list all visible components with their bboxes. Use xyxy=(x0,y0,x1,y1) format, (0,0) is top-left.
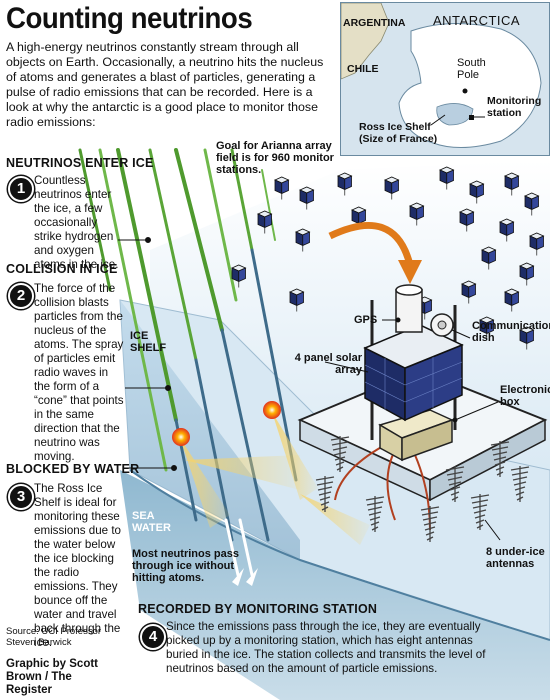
mini-station xyxy=(459,208,475,232)
goal-arrow xyxy=(328,221,422,284)
mini-station xyxy=(519,326,535,350)
antenna xyxy=(315,476,335,512)
mini-station xyxy=(529,232,545,256)
step-3-number: 3 xyxy=(8,484,34,510)
map-label-ross-size: (Size of France) xyxy=(359,133,438,145)
label-ice-shelf: ICE SHELF xyxy=(130,330,167,354)
mini-station xyxy=(409,202,425,226)
mini-station xyxy=(439,166,455,190)
mini-station xyxy=(299,186,315,210)
step-4-number: 4 xyxy=(140,624,166,650)
step-4-heading: RECORDED BY MONITORING STATION xyxy=(138,602,378,616)
radio-cones xyxy=(180,412,370,545)
graphic-credit: Graphic by Scott Brown / The Register xyxy=(6,658,99,696)
mini-station xyxy=(337,172,353,196)
step-1-number: 1 xyxy=(8,176,34,202)
label-most-neutrinos: Most neutrinos pass through ice without … xyxy=(132,548,239,584)
mini-station xyxy=(479,316,495,340)
mini-station xyxy=(504,288,520,312)
monitoring-station xyxy=(297,284,548,542)
antenna xyxy=(365,496,385,532)
south-pole-dot xyxy=(462,88,468,94)
mini-station xyxy=(469,180,485,204)
map-label-monitoring-station: Monitoring station xyxy=(487,95,542,119)
mini-station xyxy=(351,206,367,230)
source-note: Source: UCI Professor Steven Barwick xyxy=(6,626,102,648)
antenna xyxy=(510,466,530,502)
step-1-heading: NEUTRINOS ENTER ICE xyxy=(6,156,154,170)
monitoring-station-marker xyxy=(469,115,474,120)
label-under-ice-antennas: 8 under-ice antennas xyxy=(486,546,545,570)
mini-station xyxy=(384,176,400,200)
page-title: Counting neutrinos xyxy=(6,2,253,35)
label-gps: GPS xyxy=(354,314,378,326)
ross-shelf-shape xyxy=(436,103,474,126)
map-graphic xyxy=(341,3,549,155)
mini-station xyxy=(524,192,540,216)
antenna xyxy=(420,506,440,542)
antarctica-shape xyxy=(398,23,542,149)
mini-station xyxy=(504,172,520,196)
ice-shelf-slab xyxy=(119,299,550,641)
collision-bursts xyxy=(172,401,281,446)
step-1-text: Countless neutrinos enter the ice, a few… xyxy=(34,174,119,271)
map-label-antarctica: ANTARCTICA xyxy=(433,13,521,28)
map-label-ross-shelf: Ross Ice Shelf xyxy=(359,121,431,133)
step-3-text: The Ross Ice Shelf is ideal for monitori… xyxy=(34,482,121,649)
label-communication-dish: Communication dish xyxy=(472,320,550,344)
mini-station xyxy=(257,210,273,234)
mini-station xyxy=(274,176,290,200)
mini-station xyxy=(295,228,311,252)
mini-station xyxy=(289,288,305,312)
label-solar-array: 4 panel solar array xyxy=(294,352,362,376)
step-3-heading: BLOCKED BY WATER xyxy=(6,462,140,476)
mini-station xyxy=(499,218,515,242)
antenna xyxy=(490,441,510,477)
map-label-chile: CHILE xyxy=(347,63,379,75)
label-goal: Goal for Arianna array field is for 960 … xyxy=(216,140,334,176)
array-stations xyxy=(231,166,545,350)
mini-station xyxy=(519,262,535,286)
mini-station xyxy=(481,246,497,270)
intro-text: A high-energy neutrinos constantly strea… xyxy=(6,40,324,129)
map-label-argentina: ARGENTINA xyxy=(343,17,406,29)
antarctica-map: ARGENTINA CHILE ANTARCTICA South Pole Mo… xyxy=(340,2,550,156)
step-2-number: 2 xyxy=(8,283,34,309)
label-sea-water: SEA WATER xyxy=(132,510,171,534)
step-2-text: The force of the collision blasts partic… xyxy=(34,282,124,463)
step-2-heading: COLLISION IN ICE xyxy=(6,262,118,276)
mini-station xyxy=(231,264,247,288)
mini-station xyxy=(461,280,477,304)
antenna xyxy=(330,436,350,472)
step-4-text: Since the emissions pass through the ice… xyxy=(166,620,486,675)
map-label-south-pole: South Pole xyxy=(457,57,486,81)
antenna xyxy=(470,494,490,530)
south-america-shape xyxy=(341,3,390,80)
label-electronics-box: Electronics box xyxy=(500,384,550,408)
antenna xyxy=(445,466,465,502)
